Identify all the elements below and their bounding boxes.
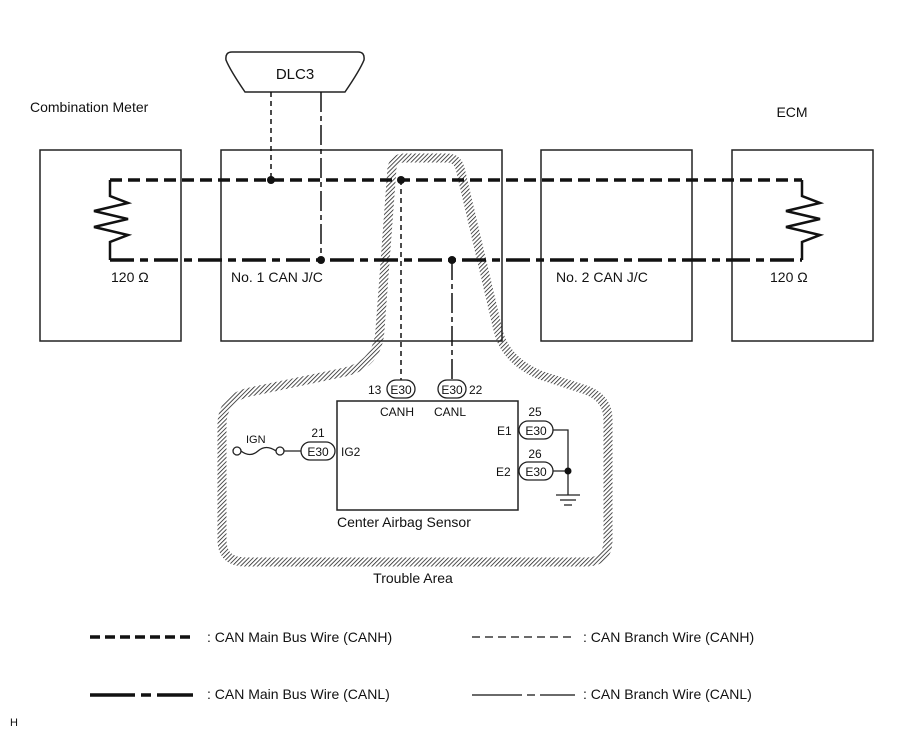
left-resistor [93, 180, 133, 260]
connector-canl [437, 379, 467, 399]
ground-wire [553, 429, 569, 495]
legend-branch-canh-label: : CAN Branch Wire (CANH) [583, 629, 754, 645]
junction-dot [448, 256, 456, 264]
left-resistor-value: 120 Ω [111, 269, 149, 285]
junction-dot [564, 467, 572, 475]
connector-canl-code: E30 [441, 383, 463, 397]
ecm-label: ECM [776, 104, 807, 120]
junction-dot [317, 256, 325, 264]
connector-canh-signal: CANH [380, 405, 414, 419]
junction-dot [267, 176, 275, 184]
center-airbag-sensor-label: Center Airbag Sensor [337, 514, 471, 530]
trouble-area-outline [217, 153, 613, 567]
connector-canh-code: E30 [390, 383, 412, 397]
dlc3-connector [225, 51, 365, 93]
connector-e2-code: E30 [525, 465, 547, 479]
connector-e1-code: E30 [525, 424, 547, 438]
connector-e1-pin: 25 [528, 405, 542, 419]
legend-branch-canl-label: : CAN Branch Wire (CANL) [583, 686, 752, 702]
footer-mark: H [10, 717, 18, 729]
combination-meter-box [39, 149, 182, 342]
connector-e1-signal: E1 [497, 424, 512, 438]
connector-ig2-code: E30 [307, 445, 329, 459]
trouble-area-label: Trouble Area [373, 570, 453, 586]
can-jc2-label: No. 2 CAN J/C [556, 269, 648, 285]
legend-main-canl-label: : CAN Main Bus Wire (CANL) [207, 686, 390, 702]
ecm-box [731, 149, 874, 342]
junction-dot [397, 176, 405, 184]
connector-ig2-signal: IG2 [341, 445, 361, 459]
ign-terminal [232, 446, 242, 456]
can-jc1-label: No. 1 CAN J/C [231, 269, 323, 285]
connector-canl-signal: CANL [434, 405, 466, 419]
ign-label: IGN [246, 434, 266, 446]
connector-e2-signal: E2 [496, 465, 511, 479]
can-jc1-box [220, 149, 503, 342]
combination-meter-label: Combination Meter [30, 99, 149, 115]
can-jc2-box [540, 149, 693, 342]
dlc3-label: DLC3 [276, 66, 314, 83]
connector-canl-pin: 22 [469, 383, 483, 397]
legend-main-canh-label: : CAN Main Bus Wire (CANH) [207, 629, 392, 645]
connector-ig2-pin: 21 [311, 426, 325, 440]
connector-ig2 [300, 441, 336, 461]
ign-terminal [275, 446, 285, 456]
connector-e2-pin: 26 [528, 447, 542, 461]
fuse-icon [240, 446, 277, 456]
right-resistor-value: 120 Ω [770, 269, 808, 285]
connector-canh [386, 379, 416, 399]
right-resistor [785, 180, 825, 260]
ground-icon [556, 494, 580, 506]
center-airbag-sensor-box [336, 400, 519, 511]
connector-canh-pin: 13 [368, 383, 382, 397]
